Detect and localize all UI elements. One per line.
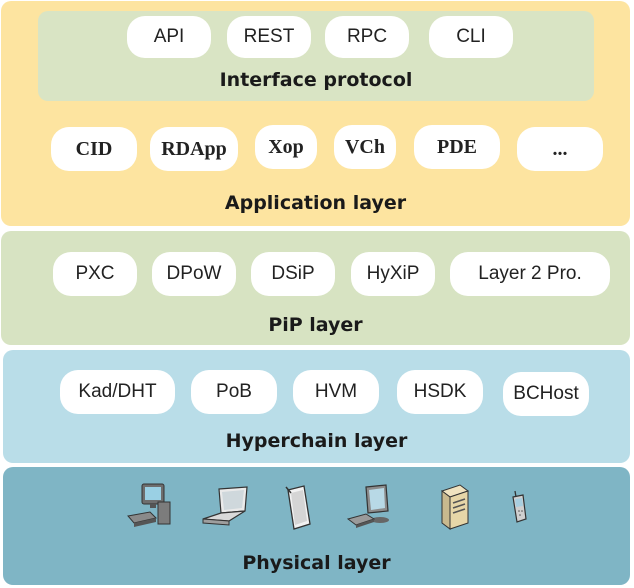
hyperchain-item-hsdk: HSDK	[397, 370, 483, 414]
app-item-rdapp: RDApp	[150, 127, 238, 171]
app-item-pde: PDE	[414, 125, 500, 169]
pip-layer-title: PiP layer	[268, 314, 363, 336]
interface-item-cli: CLI	[429, 16, 513, 58]
hyperchain-item-hvm: HVM	[293, 370, 379, 414]
application-layer: API REST RPC CLI Interface protocol CID …	[1, 1, 630, 226]
interface-item-rpc: RPC	[325, 16, 409, 58]
hyperchain-item-bchost: BCHost	[503, 372, 589, 416]
application-layer-title: Application layer	[224, 192, 407, 214]
pip-item-layer2: Layer 2 Pro.	[450, 252, 610, 296]
app-item-more: ...	[517, 127, 603, 171]
hyperchain-item-kad-dht: Kad/DHT	[60, 370, 175, 414]
pip-item-dpow: DPoW	[152, 252, 236, 296]
interface-protocol-panel: API REST RPC CLI Interface protocol	[38, 11, 594, 101]
pip-item-pxc: PXC	[53, 252, 137, 296]
desktop-computer-icon	[127, 483, 171, 527]
workstation-icon	[346, 484, 389, 528]
hyperchain-item-pob: PoB	[191, 370, 277, 414]
app-item-xop: Xop	[255, 125, 317, 169]
app-item-cid: CID	[51, 127, 137, 171]
server-icon	[440, 484, 470, 530]
laptop-icon	[202, 486, 248, 526]
pip-item-hyxip: HyXiP	[351, 252, 435, 296]
physical-layer: Physical layer	[3, 467, 630, 585]
hyperchain-layer: Kad/DHT PoB HVM HSDK BCHost Hyperchain l…	[3, 350, 630, 463]
app-item-vch: VCh	[334, 125, 396, 169]
interface-item-rest: REST	[227, 16, 311, 58]
mobile-phone-icon	[512, 490, 527, 523]
interface-item-api: API	[127, 16, 211, 58]
hyperchain-layer-title: Hyperchain layer	[225, 430, 408, 452]
pip-item-dsip: DSiP	[251, 252, 335, 296]
pip-layer: PXC DPoW DSiP HyXiP Layer 2 Pro. PiP lay…	[1, 231, 630, 345]
physical-layer-title: Physical layer	[242, 552, 391, 574]
interface-protocol-title: Interface protocol	[219, 69, 413, 91]
tablet-icon	[285, 485, 311, 530]
